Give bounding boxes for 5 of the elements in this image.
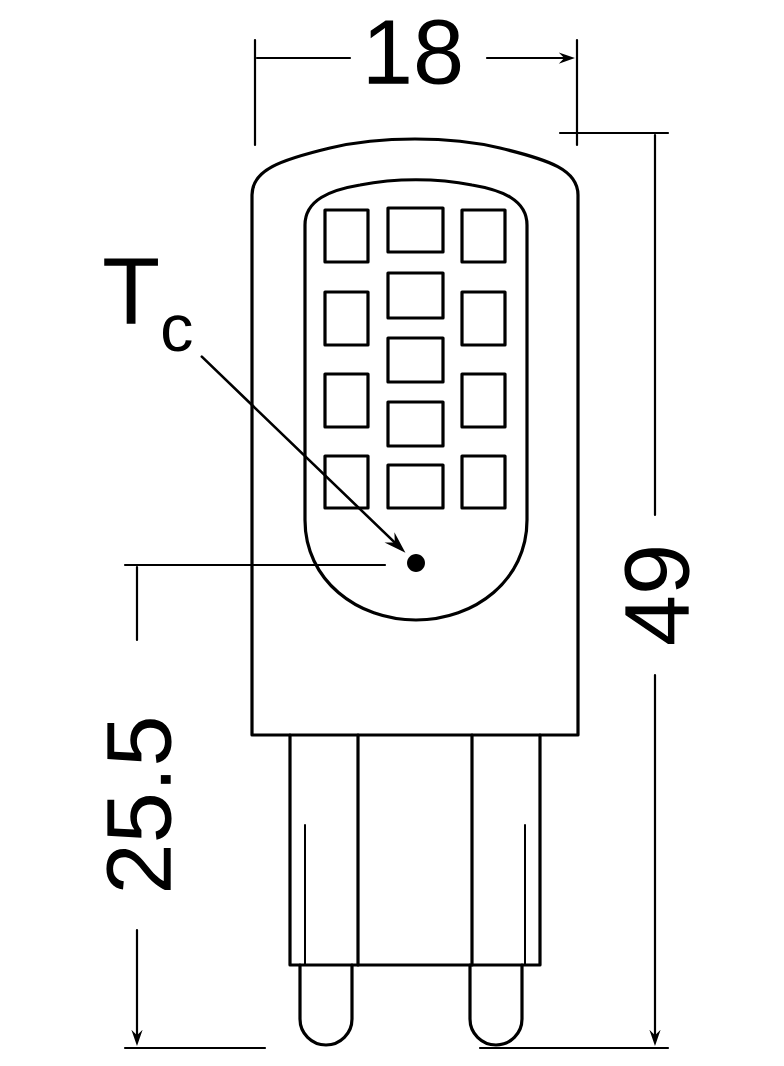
dimension-label: 25.5	[106, 719, 172, 890]
dimension-label: 49	[624, 548, 690, 645]
symbol-label: T$_{c}$	[104, 258, 192, 352]
dimension-label: 18	[368, 19, 461, 85]
measuring-point	[407, 554, 425, 572]
